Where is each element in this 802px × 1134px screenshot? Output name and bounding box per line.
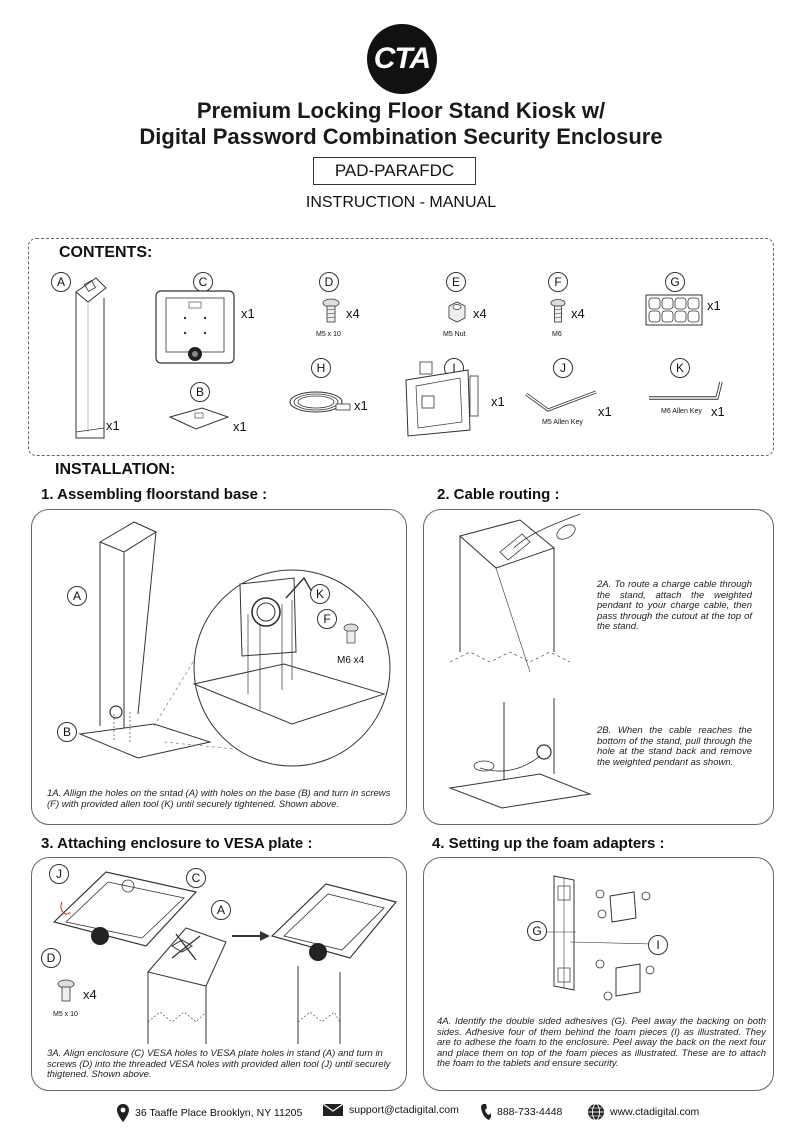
step-3-illustration — [52, 871, 398, 1044]
stand-part-illustration — [75, 277, 107, 439]
adhesive-pads-illustration — [645, 294, 703, 326]
step-1-callout-k: K — [310, 584, 330, 604]
footer-website-text[interactable]: www.ctadigital.com — [610, 1106, 700, 1118]
footer-phone: 888-733-4448 — [480, 1103, 562, 1121]
part-qty-j: x1 — [598, 404, 612, 419]
m6-allen-key-icon — [649, 381, 723, 400]
step-3-heading: 3. Attaching enclosure to VESA plate : — [41, 835, 313, 852]
contents-title: CONTENTS: — [59, 244, 153, 261]
step-1-screw-count: M6 x4 — [337, 655, 365, 666]
part-qty-e: x4 — [473, 306, 487, 321]
part-letter-k: K — [670, 358, 690, 378]
location-pin-icon — [117, 1104, 129, 1122]
enclosure-part-illustration — [155, 290, 235, 364]
step-3-callout-a: A — [211, 900, 231, 920]
part-letter-b: B — [190, 382, 210, 402]
cable-illustration — [289, 391, 351, 413]
logo-text: CTA — [373, 42, 431, 75]
part-label-e: M5 Nut — [443, 331, 466, 338]
step-1-note: 1A. Allign the holes on the sntad (A) wi… — [47, 788, 391, 810]
footer-phone-text: 888-733-4448 — [497, 1106, 563, 1118]
nut-e-icon — [448, 301, 466, 323]
installation-title: INSTALLATION: — [55, 461, 176, 478]
part-letter-g: G — [665, 272, 685, 292]
step-2-heading: 2. Cable routing : — [437, 486, 560, 503]
envelope-icon — [322, 1103, 344, 1116]
m5-allen-key-icon — [525, 390, 597, 412]
part-qty-g: x1 — [707, 298, 721, 313]
part-qty-a: x1 — [106, 418, 120, 433]
cta-logo: CTA — [367, 24, 437, 94]
part-qty-d: x4 — [346, 306, 360, 321]
base-plate-illustration — [168, 407, 230, 430]
step-2-panel — [423, 509, 774, 825]
step-1-callout-f: F — [317, 609, 337, 629]
part-qty-b: x1 — [233, 419, 247, 434]
step-2-note-a: 2A. To route a charge cable through the … — [597, 579, 752, 632]
foam-insert-illustration — [405, 361, 479, 437]
part-label-d: M5 x 10 — [316, 331, 341, 338]
part-letter-e: E — [446, 272, 466, 292]
step-3-callout-j: J — [49, 864, 69, 884]
part-letter-a: A — [51, 272, 71, 292]
part-label-k: M6 Allen Key — [661, 408, 702, 415]
step-3-callout-c: C — [186, 868, 206, 888]
part-letter-h: H — [311, 358, 331, 378]
part-qty-h: x1 — [354, 398, 368, 413]
manual-subtitle: INSTRUCTION - MANUAL — [305, 194, 497, 211]
page-title-line-1: Premium Locking Floor Stand Kiosk w/ — [196, 98, 606, 123]
footer-website[interactable]: www.ctadigital.com — [587, 1103, 699, 1121]
part-qty-i: x1 — [491, 394, 505, 409]
contents-box — [28, 238, 774, 456]
part-qty-c: x1 — [241, 306, 255, 321]
step-1-callout-a: A — [67, 586, 87, 606]
step-3-callout-d: D — [41, 948, 61, 968]
step-3-note: 3A. Align enclosure (C) VESA holes to VE… — [47, 1048, 391, 1080]
model-number: PAD-PARAFDC — [313, 157, 476, 185]
part-qty-k: x1 — [711, 404, 725, 419]
part-letter-d: D — [319, 272, 339, 292]
step-4-note: 4A. Identify the double sided adhesives … — [437, 1016, 766, 1069]
step-2-note-b: 2B. When the cable reaches the bottom of… — [597, 725, 752, 768]
part-label-j: M5 Allen Key — [542, 419, 583, 426]
part-letter-j: J — [553, 358, 573, 378]
screw-f-icon — [550, 299, 566, 323]
step-1-heading: 1. Assembling floorstand base : — [41, 486, 268, 503]
step-1-callout-b: B — [57, 722, 77, 742]
step-2-illustration — [448, 513, 592, 809]
step-4-callout-i: I — [648, 935, 668, 955]
step-4-illustration — [546, 875, 655, 1001]
step-1-illustration — [78, 521, 391, 767]
footer-email[interactable]: support@ctadigital.com — [322, 1103, 459, 1117]
step-3-screw-count: x4 — [83, 987, 97, 1002]
screw-d-icon — [322, 298, 340, 323]
step-4-callout-g: G — [527, 921, 547, 941]
footer-address-text: 36 Taaffe Place Brooklyn, NY 11205 — [135, 1107, 303, 1119]
part-qty-f: x4 — [571, 306, 585, 321]
footer-email-text[interactable]: support@ctadigital.com — [349, 1104, 459, 1116]
part-letter-f: F — [548, 272, 568, 292]
page-title-line-2: Digital Password Combination Security En… — [139, 124, 663, 149]
step-4-heading: 4. Setting up the foam adapters : — [432, 835, 665, 852]
globe-icon — [588, 1103, 604, 1121]
footer-address: 36 Taaffe Place Brooklyn, NY 11205 — [116, 1103, 302, 1123]
step-3-screw-label: M5 x 10 — [53, 1011, 78, 1018]
part-label-f: M6 — [552, 331, 562, 338]
phone-icon — [481, 1104, 491, 1120]
